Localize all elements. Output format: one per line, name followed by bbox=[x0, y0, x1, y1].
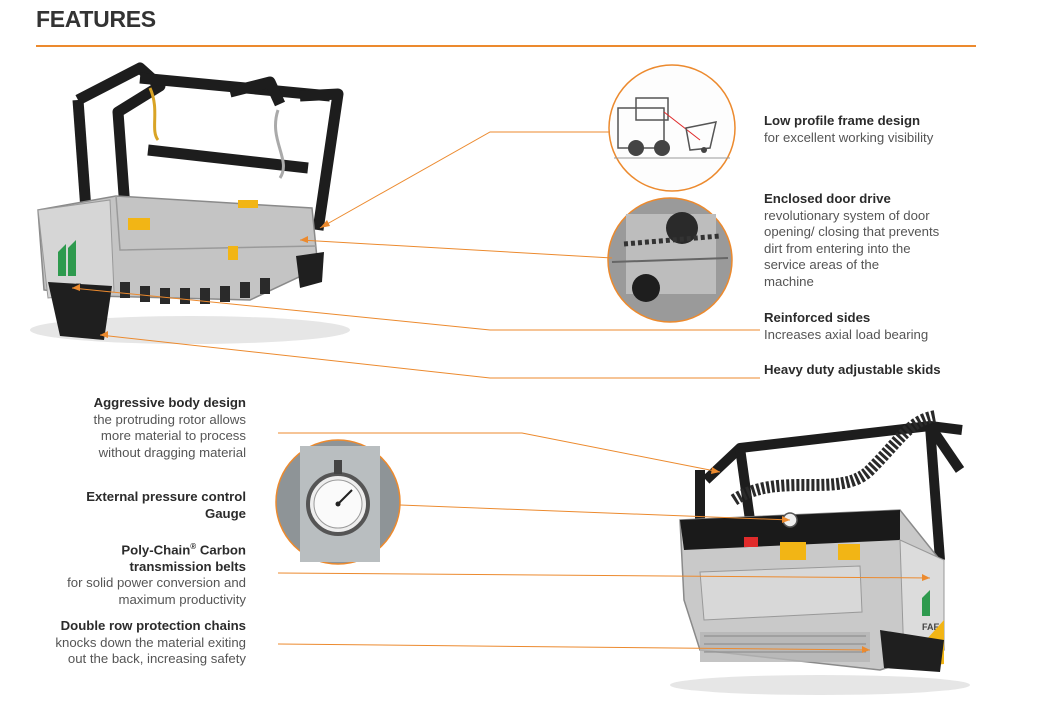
feature-desc-line: the protruding rotor allows bbox=[93, 411, 246, 427]
feature-desc: Increases axial load bearing bbox=[764, 326, 929, 342]
feature-heading-line: Poly-Chain® Carbon bbox=[20, 539, 246, 559]
feature-heading-line: transmission belts bbox=[129, 558, 246, 574]
feature-heading: Aggressive body design bbox=[93, 395, 246, 410]
feature-poly-chain-belts: Poly-Chain® Carbon transmission belts fo… bbox=[20, 539, 246, 608]
feature-reinforced-sides: Reinforced sides Increases axial load be… bbox=[764, 310, 928, 343]
feature-desc-line: machine bbox=[764, 273, 814, 289]
feature-desc-line: revolutionary system of door bbox=[764, 207, 930, 223]
feature-pressure-gauge: External pressure control Gauge bbox=[20, 489, 246, 522]
registered-mark: ® bbox=[190, 542, 197, 551]
feature-heading: Reinforced sides bbox=[764, 310, 871, 325]
heading-rest: Carbon bbox=[196, 542, 246, 558]
feature-desc-line: for solid power conversion and bbox=[67, 575, 246, 591]
feature-desc-line: dirt from entering into the bbox=[764, 240, 911, 256]
feature-aggressive-body: Aggressive body design the protruding ro… bbox=[20, 395, 246, 461]
inset-door-drive bbox=[607, 197, 733, 323]
page-title: FEATURES bbox=[36, 6, 156, 32]
feature-adjustable-skids: Heavy duty adjustable skids bbox=[764, 362, 941, 379]
inset-skidsteer bbox=[608, 64, 736, 192]
callout-lines bbox=[71, 131, 931, 651]
feature-desc-line: more material to process bbox=[100, 428, 246, 443]
inset-pressure-gauge bbox=[275, 439, 401, 565]
feature-desc-line: service areas of the bbox=[764, 257, 880, 272]
svg-text:FAE: FAE bbox=[922, 622, 940, 632]
mulcher-side-image: FAE bbox=[670, 410, 970, 695]
feature-desc-line: knocks down the material exiting bbox=[55, 634, 246, 650]
callout-arrowheads bbox=[72, 220, 930, 653]
feature-desc-line: opening/ closing that prevents bbox=[764, 224, 940, 239]
feature-protection-chains: Double row protection chains knocks down… bbox=[20, 618, 246, 668]
feature-desc: for excellent working visibility bbox=[764, 129, 934, 145]
brand-name: Poly-Chain bbox=[121, 542, 191, 558]
feature-enclosed-door-drive: Enclosed door drive revolutionary system… bbox=[764, 191, 939, 290]
feature-desc-line: out the back, increasing safety bbox=[67, 651, 246, 666]
feature-desc-line: maximum productivity bbox=[118, 591, 246, 607]
feature-heading-line: External pressure control bbox=[86, 489, 246, 504]
feature-desc-line: without dragging material bbox=[98, 444, 246, 460]
feature-heading: Enclosed door drive bbox=[764, 191, 891, 206]
feature-heading: Heavy duty adjustable skids bbox=[764, 362, 941, 377]
title-underline bbox=[36, 45, 976, 47]
mulcher-front-image: FAE bbox=[30, 62, 350, 344]
feature-low-profile: Low profile frame design for excellent w… bbox=[764, 113, 933, 146]
feature-heading: Low profile frame design bbox=[764, 113, 921, 128]
feature-heading-line: Gauge bbox=[204, 505, 246, 521]
feature-heading: Double row protection chains bbox=[60, 618, 246, 633]
